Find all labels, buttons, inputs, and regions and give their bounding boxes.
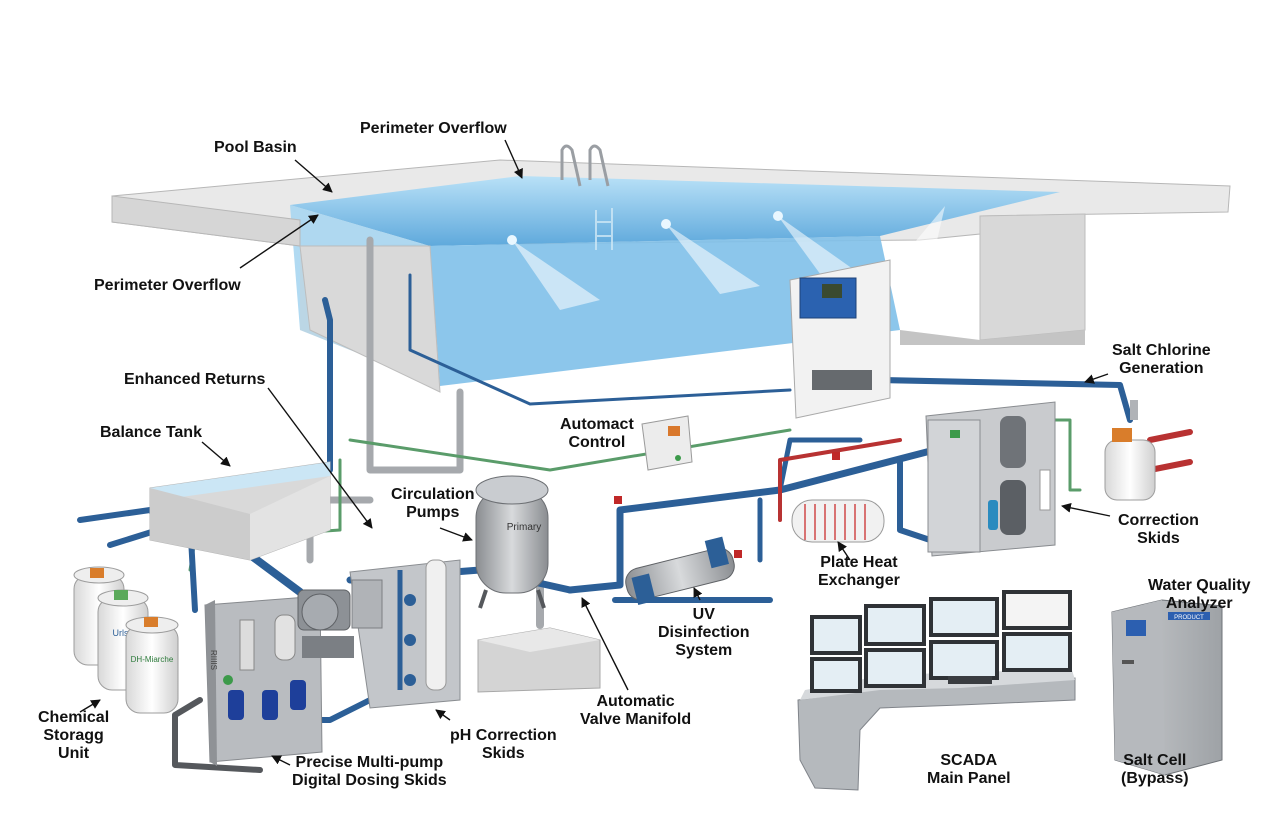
- pool-light-icon: [661, 219, 671, 229]
- label-ph-correction-skids: pH Correction Skids: [450, 727, 557, 762]
- ph-correction-skid: [349, 559, 461, 709]
- control-box: [641, 415, 693, 471]
- scada-monitor: [929, 597, 999, 637]
- label-automatic-valve-manifold: Automatic Valve Manifold: [580, 693, 692, 728]
- circulation-pump: [297, 589, 354, 658]
- water-controller-board: [789, 259, 891, 419]
- scada-monitor: [1002, 632, 1072, 672]
- chemical-drum: DH-Miarche: [125, 616, 179, 714]
- analyzer-badge-label: PRODUCT: [1174, 615, 1204, 621]
- label-correction-skids: Correction Skids: [1118, 512, 1199, 547]
- drum-label: Urlsa: [112, 628, 133, 638]
- label-salt-cell-bypass: Salt Cell (Bypass): [1121, 752, 1189, 787]
- drum-label: DH-Miarche: [131, 655, 174, 664]
- label-plate-heat-exchanger: Plate Heat Exchanger: [818, 554, 900, 589]
- water-quality-analyzer-cabinet: PRODUCT: [1111, 599, 1223, 776]
- label-perimeter-overflow-top: Perimeter Overflow: [360, 120, 507, 137]
- label-circulation-pumps: Circulation Pumps: [391, 486, 475, 521]
- scada-monitor: [810, 615, 862, 655]
- pool-light-icon: [507, 235, 517, 245]
- label-precise-dosing-skids: Precise Multi-pump Digital Dosing Skids: [292, 754, 447, 789]
- label-salt-chlorine-generation: Salt Chlorine Generation: [1112, 342, 1211, 377]
- filter-basin: [477, 627, 601, 693]
- scada-monitor: [1002, 590, 1072, 630]
- keyboard-icon: [948, 676, 992, 684]
- salt-cell-tank: [1104, 400, 1156, 501]
- pool-water: [290, 176, 1060, 246]
- pool-ladder-icon: [560, 144, 610, 187]
- plate-heat-exchanger: [791, 499, 885, 543]
- vessel-label: Primary: [507, 522, 541, 533]
- uv-disinfection-unit: [625, 536, 735, 606]
- label-scada-main-panel: SCADA Main Panel: [927, 752, 1011, 787]
- dosing-skid: RIIIIS: [204, 595, 323, 766]
- balance-tank: [149, 461, 331, 561]
- label-enhanced-returns: Enhanced Returns: [124, 371, 266, 388]
- pool-light-icon: [773, 211, 783, 221]
- label-water-quality-analyzer: Water Quality Analyzer: [1148, 577, 1251, 612]
- chemical-storage-unit: Urlsa DH-Miarche: [73, 566, 179, 714]
- scada-console: [797, 590, 1076, 791]
- scada-monitor: [864, 648, 926, 688]
- label-chemical-storage-unit: Chemical Storagg Unit: [38, 709, 110, 762]
- label-pool-basin: Pool Basin: [214, 139, 297, 156]
- scada-monitor: [864, 604, 926, 646]
- label-balance-tank: Balance Tank: [100, 424, 202, 441]
- scada-monitor: [810, 657, 862, 693]
- leader-lines: [79, 139, 1111, 766]
- scada-monitor: [929, 640, 999, 680]
- primary-filter-vessel: Primary: [475, 475, 549, 609]
- label-uv-disinfection-system: UV Disinfection System: [658, 606, 750, 659]
- label-perimeter-overflow-left: Perimeter Overflow: [94, 277, 241, 294]
- pipe-network: [77, 236, 1193, 773]
- dosing-cabinet-label: RIIIIS: [209, 650, 218, 670]
- salt-chlorine-generator: [925, 401, 1056, 557]
- label-automact-control: Automact Control: [560, 416, 634, 451]
- pool-basin: [111, 144, 1231, 393]
- underwater-light-beams: [512, 206, 945, 310]
